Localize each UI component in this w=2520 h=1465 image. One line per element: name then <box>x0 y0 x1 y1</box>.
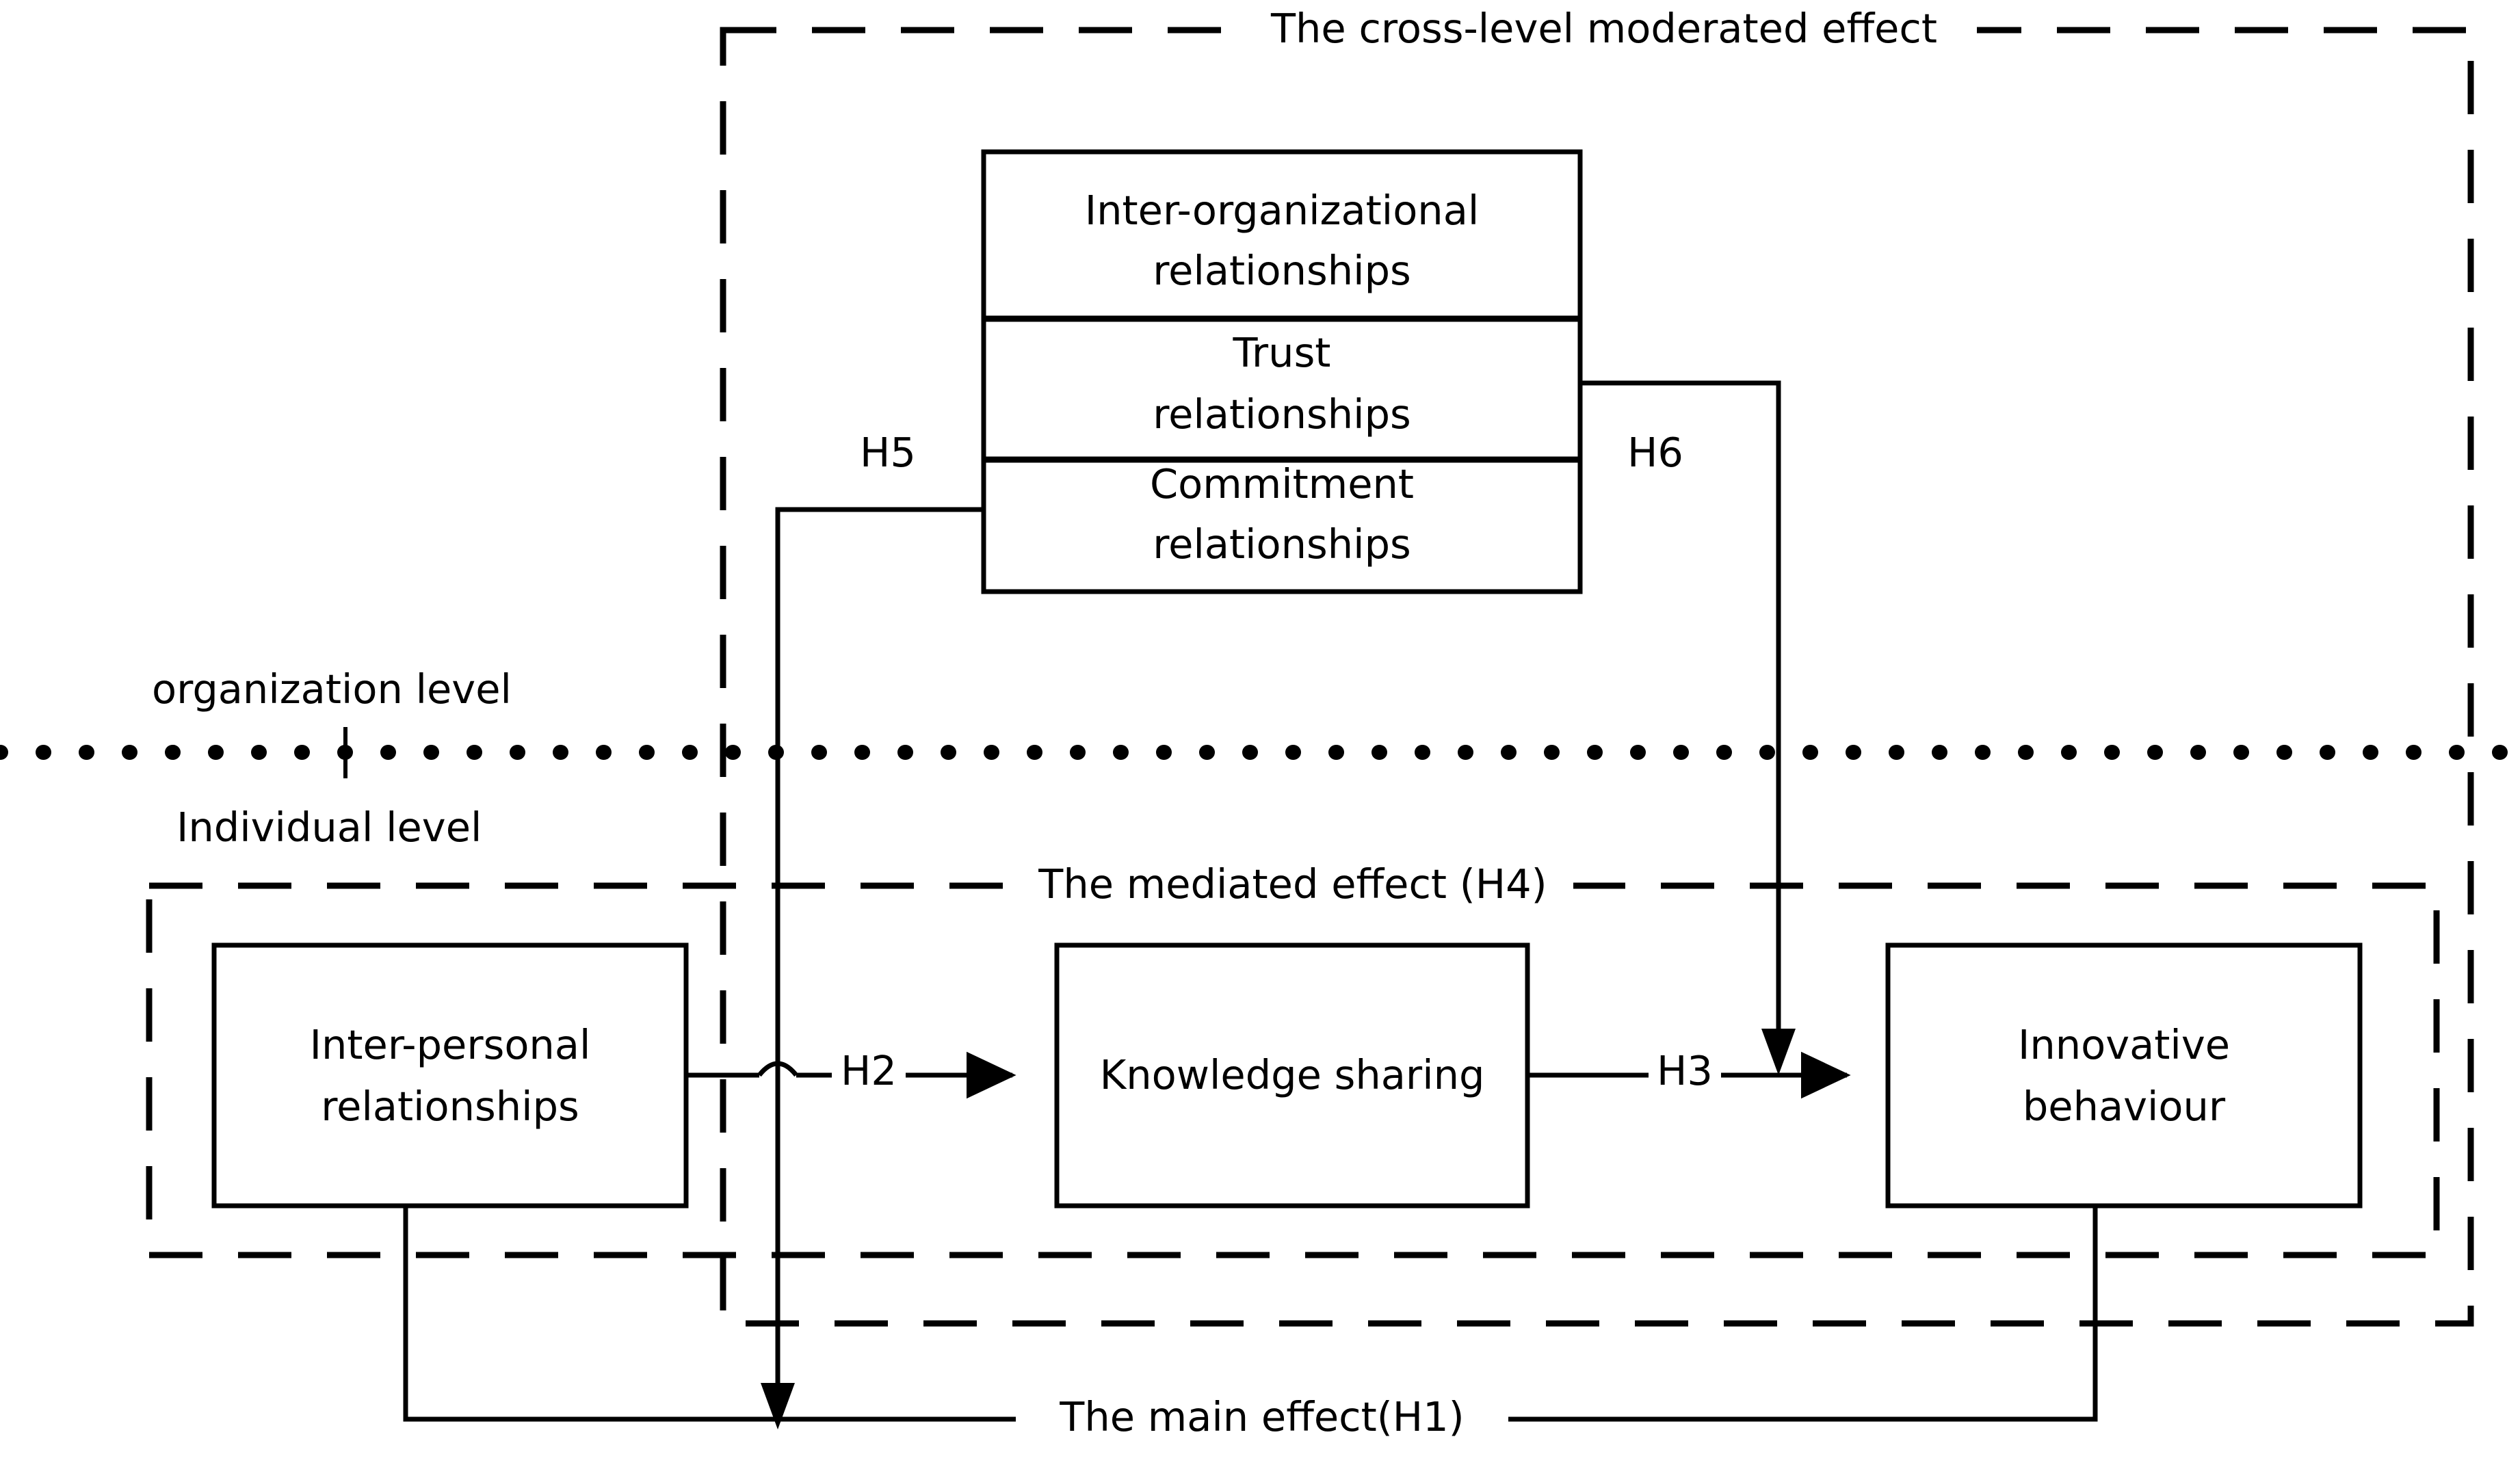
h2-connector <box>686 1051 1016 1099</box>
h3-label: H3 <box>1657 1047 1713 1094</box>
trust-relationships-line1: Trust <box>1233 329 1331 376</box>
trust-relationships-line2: relationships <box>1153 391 1411 438</box>
knowledge-sharing-label: Knowledge sharing <box>1100 1051 1485 1098</box>
inter-organizational-relationships-line2: relationships <box>1153 247 1411 294</box>
mediated-effect-group-boundary <box>146 882 2440 1258</box>
level-divider <box>0 727 2520 778</box>
main-effect-label-mask <box>1016 1394 1508 1446</box>
main-effect-label: The main effect(H1) <box>1059 1393 1464 1440</box>
inter-personal-relationships-box[interactable]: Inter-personal relationships <box>211 942 689 1209</box>
cross-level-label-mask <box>1231 5 1977 57</box>
h5-label-mask <box>840 430 936 479</box>
inter-organizational-relationships-line1: Inter-organizational <box>1085 187 1480 234</box>
h5-label: H5 <box>860 429 916 476</box>
organizational-relationships-box[interactable]: Inter-organizational relationships Trust… <box>981 149 1583 594</box>
h6-label: H6 <box>1627 429 1683 476</box>
knowledge-sharing-box[interactable]: Knowledge sharing <box>1054 942 1530 1209</box>
inter-personal-relationships-line2: relationships <box>321 1083 579 1130</box>
innovative-behaviour-line1: Innovative <box>2018 1021 2230 1068</box>
commitment-relationships-line2: relationships <box>1153 520 1411 568</box>
h5-arrowhead <box>761 1383 795 1429</box>
h6-connector <box>1580 380 1796 1075</box>
individual-level-label: Individual level <box>176 804 482 851</box>
innovative-behaviour-box[interactable]: Innovative behaviour <box>1885 942 2363 1209</box>
cross-level-group-label: The cross-level moderated effect <box>1270 5 1937 52</box>
mediated-effect-group-label: The mediated effect (H4) <box>1038 860 1547 908</box>
innovative-behaviour-line2: behaviour <box>2023 1083 2226 1130</box>
organization-level-label: organization level <box>152 665 512 713</box>
inter-personal-relationships-line1: Inter-personal <box>310 1021 591 1068</box>
commitment-relationships-line1: Commitment <box>1150 460 1414 507</box>
h6-arrowhead <box>1761 1029 1796 1075</box>
h2-label: H2 <box>841 1047 897 1094</box>
h6-label-mask <box>1607 431 1703 480</box>
mediated-label-mask <box>1012 861 1573 913</box>
h5-connector <box>761 507 984 1429</box>
